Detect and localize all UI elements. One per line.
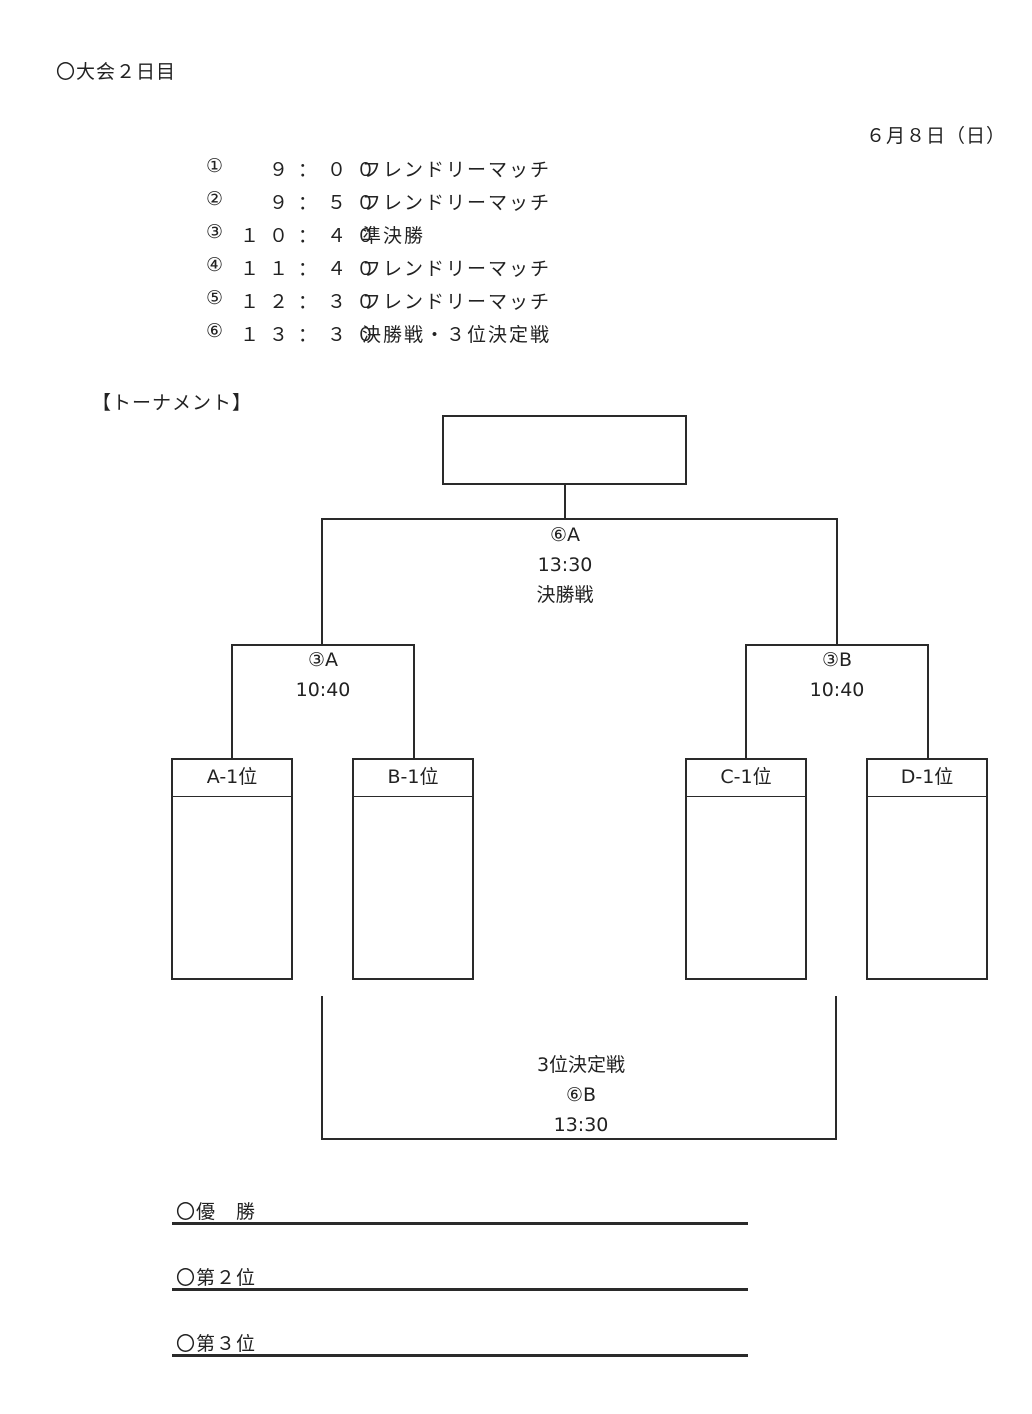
- winner-box: [442, 415, 687, 485]
- schedule-time: ９：５０: [240, 192, 386, 214]
- semi-a-label: ③A 10:40: [248, 645, 398, 705]
- bracket-line: [564, 484, 566, 520]
- semi-b-code: ③B: [821, 649, 853, 671]
- schedule-event: 決勝戦・３位決定戦: [362, 324, 552, 346]
- team-label: B-1位: [354, 760, 472, 797]
- bracket-line: [745, 644, 747, 760]
- schedule-number: ①: [206, 155, 224, 177]
- result-third-line: [172, 1354, 748, 1357]
- event-date: ６月８日（日）: [866, 125, 1007, 147]
- semi-b-label: ③B 10:40: [762, 645, 912, 705]
- bracket-line: [321, 518, 323, 646]
- third-place-label: 3位決定戦 ⑥B 13:30: [481, 1050, 681, 1140]
- team-label: C-1位: [687, 760, 805, 797]
- team-label: A-1位: [173, 760, 291, 797]
- result-first-line: [172, 1222, 748, 1225]
- schedule-number: ⑤: [206, 287, 224, 309]
- team-box-a: A-1位: [171, 758, 293, 980]
- result-third-label: 〇第３位: [176, 1333, 257, 1355]
- schedule-event: 準決勝: [362, 225, 426, 247]
- bracket-line: [413, 644, 415, 760]
- schedule-time: １２：３０: [240, 291, 386, 313]
- schedule-time: １３：３０: [240, 324, 386, 346]
- schedule-number: ④: [206, 254, 224, 276]
- schedule-number: ②: [206, 188, 224, 210]
- third-place-code: ⑥B: [565, 1084, 597, 1106]
- result-second-line: [172, 1288, 748, 1291]
- bracket-line: [231, 644, 233, 760]
- tournament-heading: 【トーナメント】: [92, 392, 253, 414]
- bracket-line: [231, 644, 415, 646]
- semi-b-time: 10:40: [809, 679, 865, 701]
- result-first-label: 〇優 勝: [176, 1201, 257, 1223]
- schedule-time: １０：４０: [240, 225, 386, 247]
- schedule-event: フレンドリーマッチ: [362, 258, 552, 280]
- schedule-event: フレンドリーマッチ: [362, 159, 552, 181]
- final-name: 決勝戦: [536, 584, 594, 606]
- team-box-d: D-1位: [866, 758, 988, 980]
- semi-a-time: 10:40: [295, 679, 351, 701]
- third-place-time: 13:30: [553, 1114, 609, 1136]
- schedule-number: ⑥: [206, 320, 224, 342]
- semi-a-code: ③A: [307, 649, 339, 671]
- schedule-time: １１：４０: [240, 258, 386, 280]
- bracket-line: [321, 1138, 837, 1140]
- schedule-time: ９：００: [240, 159, 386, 181]
- final-match-label: ⑥A 13:30 決勝戦: [465, 520, 665, 610]
- bracket-line: [927, 644, 929, 760]
- bracket-line: [321, 518, 838, 520]
- final-time: 13:30: [537, 554, 593, 576]
- result-second-label: 〇第２位: [176, 1267, 257, 1289]
- schedule-event: フレンドリーマッチ: [362, 291, 552, 313]
- team-box-c: C-1位: [685, 758, 807, 980]
- third-place-name: 3位決定戦: [536, 1054, 626, 1076]
- page-title: 〇大会２日目: [56, 61, 177, 83]
- bracket-line: [745, 644, 929, 646]
- bracket-line: [835, 996, 837, 1140]
- final-code: ⑥A: [549, 524, 581, 546]
- bracket-line: [321, 996, 323, 1140]
- team-box-b: B-1位: [352, 758, 474, 980]
- team-label: D-1位: [868, 760, 986, 797]
- schedule-number: ③: [206, 221, 224, 243]
- schedule-event: フレンドリーマッチ: [362, 192, 552, 214]
- bracket-line: [836, 518, 838, 646]
